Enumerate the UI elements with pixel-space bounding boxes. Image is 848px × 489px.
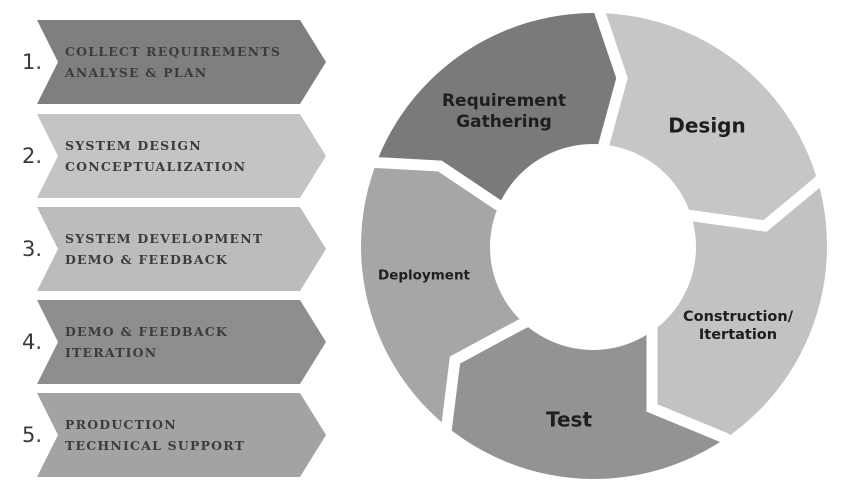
label-deployment: Deployment (378, 268, 470, 285)
label-test: Test (546, 408, 592, 433)
label-line-1: Deployment (377, 267, 471, 284)
chevron-arrow-shape (37, 300, 326, 384)
chevron-arrow-shape (37, 207, 326, 291)
label-line-2: Itertation (698, 327, 778, 343)
step-text: SYSTEM DESIGN CONCEPTUALIZATION (65, 114, 246, 198)
chevron-arrow-shape (37, 20, 326, 104)
chevron-arrow-shape (37, 114, 326, 198)
step-text: COLLECT REQUIREMENTS ANALYSE & PLAN (65, 20, 281, 104)
step-number: 5. (22, 423, 43, 447)
step-line-1: PRODUCTION (65, 417, 177, 432)
chevron-arrow-shape (37, 393, 326, 477)
label-design: Design (668, 114, 745, 139)
step-number: 1. (22, 50, 43, 74)
step-line-2: DEMO & FEEDBACK (65, 252, 228, 267)
label-line-1: Requirement (441, 90, 567, 111)
numbered-steps-list: 1. COLLECT REQUIREMENTS ANALYSE & PLAN 2… (0, 0, 340, 489)
segment-deployment (340, 140, 594, 489)
segment-design (594, 0, 848, 246)
step-text: DEMO & FEEDBACK ITERATION (65, 300, 228, 384)
step-line-2: ANALYSE & PLAN (65, 65, 208, 80)
label-line-1: Design (668, 113, 746, 138)
step-line-1: SYSTEM DEVELOPMENT (65, 231, 264, 246)
label-requirement-gathering: Requirement Gathering (442, 91, 566, 134)
step-line-2: TECHNICAL SUPPORT (65, 438, 246, 453)
step-2: 2. SYSTEM DESIGN CONCEPTUALIZATION (0, 114, 340, 198)
step-number: 2. (22, 144, 43, 168)
sdlc-cycle-diagram: Requirement Gathering Design Constructio… (340, 0, 848, 489)
step-text: PRODUCTION TECHNICAL SUPPORT (65, 393, 245, 477)
step-3: 3. SYSTEM DEVELOPMENT DEMO & FEEDBACK (0, 207, 340, 291)
label-line-1: Construction/ (682, 308, 794, 325)
step-1: 1. COLLECT REQUIREMENTS ANALYSE & PLAN (0, 20, 340, 104)
step-line-1: SYSTEM DESIGN (65, 138, 202, 153)
segment-test (420, 246, 740, 489)
step-line-1: COLLECT REQUIREMENTS (65, 44, 282, 59)
step-number: 3. (22, 237, 43, 261)
segment-requirement-gathering (340, 0, 622, 246)
step-line-2: ITERATION (65, 345, 158, 360)
label-line-1: Test (545, 407, 593, 432)
step-line-2: CONCEPTUALIZATION (65, 159, 247, 174)
label-construction-iteration: Construction/ Itertation (683, 308, 793, 344)
step-4: 4. DEMO & FEEDBACK ITERATION (0, 300, 340, 384)
label-line-2: Gathering (456, 112, 552, 132)
step-text: SYSTEM DEVELOPMENT DEMO & FEEDBACK (65, 207, 263, 291)
step-line-1: DEMO & FEEDBACK (65, 324, 228, 339)
step-5: 5. PRODUCTION TECHNICAL SUPPORT (0, 393, 340, 477)
step-number: 4. (22, 330, 43, 354)
